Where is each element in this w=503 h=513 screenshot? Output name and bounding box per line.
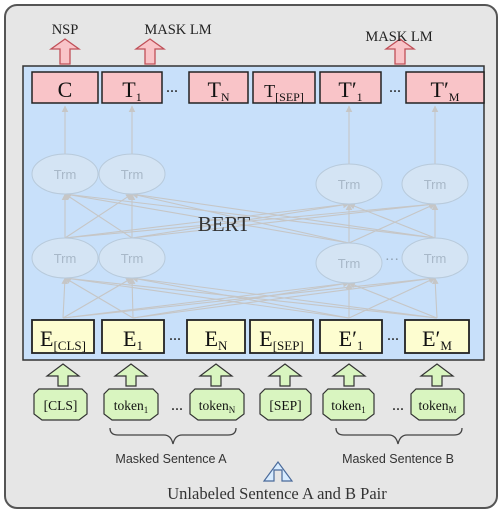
trm-top-4-label: Trm — [424, 177, 447, 192]
token-an-label: tokenN — [199, 398, 236, 415]
output-t1-box: T1 — [101, 71, 163, 104]
token-b1-label: token1 — [331, 398, 366, 415]
trm-top-3-label: Trm — [338, 177, 361, 192]
ellipsis-embed-b: ... — [387, 327, 399, 344]
attention-links — [61, 105, 439, 319]
mask-lm-left-arrow — [133, 38, 167, 65]
trm-bottom-3-label: Trm — [338, 256, 361, 271]
ellipsis-output-b: ... — [389, 79, 401, 96]
input-arrow-b1 — [331, 363, 367, 387]
output-tm-prime-label: T′M — [431, 77, 460, 104]
mask-lm-right-arrow — [383, 38, 417, 65]
token-a1-label: token1 — [114, 398, 149, 415]
embed-sep-label: E[SEP] — [259, 326, 304, 353]
trm-bottom-2: Trm — [98, 237, 166, 279]
embed-em-prime-label: E′M — [422, 326, 452, 353]
trm-bottom-3: Trm — [315, 242, 383, 284]
trm-top-1: Trm — [31, 153, 99, 195]
brace-right — [335, 427, 463, 445]
embed-e1-prime-label: E′1 — [339, 326, 364, 353]
token-cls-box: [CLS] — [33, 388, 88, 421]
output-tsep-box: T[SEP] — [252, 71, 316, 104]
token-sep-label: [SEP] — [269, 398, 301, 413]
token-a1-box: token1 — [103, 388, 159, 421]
input-pair-arrow — [262, 460, 294, 482]
embed-sep-box: E[SEP] — [249, 319, 314, 354]
embed-e1-label: E1 — [123, 326, 143, 353]
output-row: C T1 TN T[SEP] T′1 T′M — [31, 71, 485, 104]
trm-bottom-2-label: Trm — [121, 251, 144, 266]
mask-lm-left-label: MASK LM — [144, 22, 211, 38]
ellipsis-token-b: ... — [392, 397, 404, 414]
token-cls-label: [CLS] — [44, 398, 78, 413]
token-sep-box: [SEP] — [259, 388, 312, 421]
output-t1-prime-box: T′1 — [319, 71, 382, 104]
ellipsis-embed-a: ... — [169, 327, 181, 344]
trm-bottom-1: Trm — [31, 237, 99, 279]
token-row: [CLS] token1 tokenN [SEP] token1 tokenM — [33, 388, 465, 421]
trm-top-2-label: Trm — [121, 167, 144, 182]
input-arrow-a1 — [113, 363, 149, 387]
trm-top-3: Trm — [315, 163, 383, 205]
ellipsis-trm: ··· — [385, 253, 399, 268]
output-tn-box: TN — [188, 71, 249, 104]
ellipsis-token-a: ... — [171, 397, 183, 414]
token-b1-box: token1 — [322, 388, 375, 421]
input-arrow-an — [198, 363, 234, 387]
prediction-heads: NSP MASK LM MASK LM — [48, 22, 433, 65]
mask-lm-right-label: MASK LM — [365, 29, 432, 45]
trm-bottom-1-label: Trm — [54, 251, 77, 266]
trm-top-2: Trm — [98, 153, 166, 195]
nsp-label: NSP — [52, 22, 79, 38]
trm-top-1-label: Trm — [54, 167, 77, 182]
nsp-arrow — [48, 38, 82, 65]
trm-top-4: Trm — [401, 163, 469, 205]
model-label: BERT — [198, 212, 251, 236]
embed-e1-prime-box: E′1 — [319, 319, 383, 354]
token-bm-label: tokenM — [418, 398, 456, 415]
embedding-row: E[CLS] E1 EN E[SEP] E′1 E′M — [31, 319, 470, 354]
ellipsis-output-a: ... — [166, 79, 178, 96]
output-tsep-label: T[SEP] — [264, 81, 304, 104]
trm-bottom-4: Trm — [401, 237, 469, 279]
output-t1-prime-label: T′1 — [338, 77, 362, 104]
brace-label-left: Masked Sentence A — [115, 452, 227, 466]
brace-label-right: Masked Sentence B — [342, 452, 454, 466]
token-bm-box: tokenM — [410, 388, 465, 421]
trm-bottom-4-label: Trm — [424, 251, 447, 266]
caption: Unlabeled Sentence A and B Pair — [167, 484, 387, 503]
output-tn-label: TN — [207, 77, 229, 104]
embed-cls-label: E[CLS] — [40, 326, 86, 353]
embed-e1-box: E1 — [101, 319, 165, 354]
embed-cls-box: E[CLS] — [31, 319, 95, 354]
output-tm-prime-box: T′M — [405, 71, 485, 104]
bert-panel — [22, 65, 485, 361]
brace-left — [109, 427, 237, 445]
output-c-box: C — [31, 71, 99, 104]
embed-en-box: EN — [186, 319, 246, 354]
ellipses: .................. ··· — [166, 79, 404, 414]
output-t1-label: T1 — [122, 77, 141, 104]
token-an-box: tokenN — [189, 388, 245, 421]
embed-en-label: EN — [205, 326, 228, 353]
embed-em-prime-box: E′M — [404, 319, 470, 354]
input-arrows — [45, 363, 455, 387]
input-arrow-sep — [267, 363, 303, 387]
input-arrow-cls — [45, 363, 81, 387]
input-arrow-bm — [419, 363, 455, 387]
output-c-label: C — [58, 77, 73, 102]
